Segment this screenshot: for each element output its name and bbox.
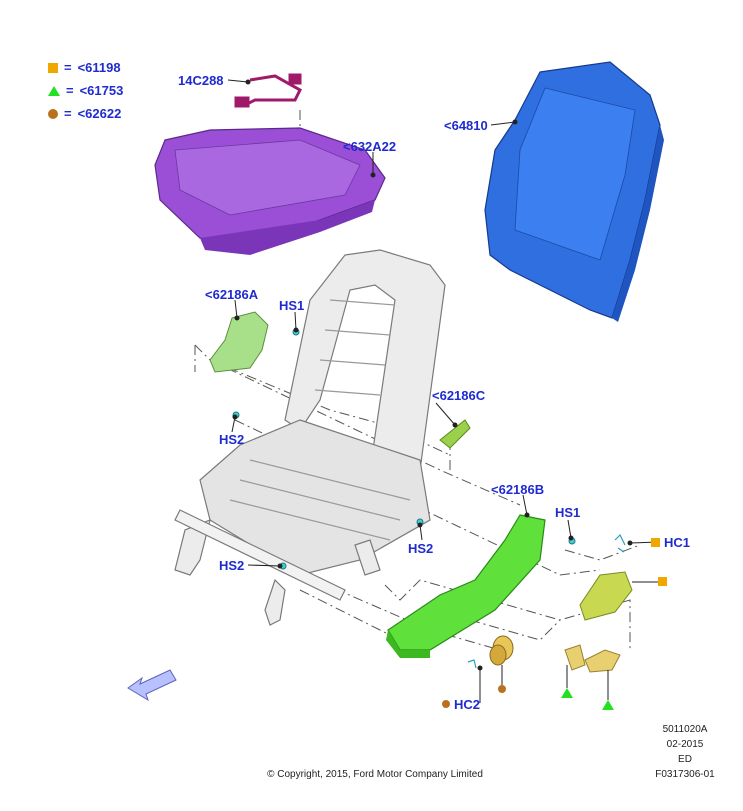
footer-date: 02-2015 (666, 739, 704, 750)
callout-hs1-top: HS1 (279, 298, 305, 313)
legend-item-61198: = <61198 (48, 60, 121, 75)
triangle-icon (48, 85, 60, 96)
shield-right (579, 571, 633, 621)
footer-figure-id: F0317306-01 (655, 769, 715, 780)
legend-equals: = (64, 106, 72, 121)
callout-hs2-left: HS2 (219, 432, 245, 447)
trim-small-a (564, 644, 586, 671)
callout-hc1: HC1 (664, 535, 691, 550)
leader-lines (227, 79, 660, 703)
circle-icon (48, 108, 58, 119)
marker-triangle (561, 688, 573, 698)
marker-square (658, 577, 667, 586)
legend-code: <61198 (77, 60, 121, 75)
copyright: © Copyright, 2015, Ford Motor Company Li… (267, 769, 483, 780)
trim-small-b (584, 649, 621, 673)
callout-hs2-mid: HS2 (408, 541, 434, 556)
legend-item-62622: = <62622 (48, 106, 121, 121)
marker-circle (498, 685, 506, 693)
callout-cushion-pad: <632A22 (343, 139, 397, 154)
recliner-knob (489, 635, 514, 666)
marker-square (651, 538, 660, 547)
marker-circle (442, 700, 450, 708)
legend-code: <61753 (79, 83, 124, 98)
arrow-icon (127, 669, 177, 702)
back-pad (484, 61, 664, 322)
harness (234, 73, 302, 108)
legend-code: <62622 (77, 106, 122, 121)
footer-ed: ED (678, 754, 692, 765)
callout-shield-a: <62186A (205, 287, 259, 302)
footer-code: 5011020A (662, 724, 708, 735)
callout-shield-b: <62186B (491, 482, 545, 497)
marker-triangle (602, 700, 614, 710)
legend-equals: = (66, 83, 74, 98)
callout-hs1-right: HS1 (555, 505, 581, 520)
shield-b (386, 514, 546, 658)
legend-item-61753: = <61753 (48, 83, 123, 98)
callout-shield-c: <62186C (432, 388, 486, 403)
square-icon (48, 62, 58, 73)
clips (467, 533, 626, 669)
seat-frame (174, 249, 446, 626)
cushion-pad (154, 127, 386, 255)
callout-hc2: HC2 (454, 697, 481, 712)
callout-harness: 14C288 (178, 73, 224, 88)
callout-hs2-low: HS2 (219, 558, 245, 573)
shield-a (209, 311, 269, 373)
callout-back-pad: <64810 (444, 118, 488, 133)
legend-equals: = (64, 60, 72, 75)
